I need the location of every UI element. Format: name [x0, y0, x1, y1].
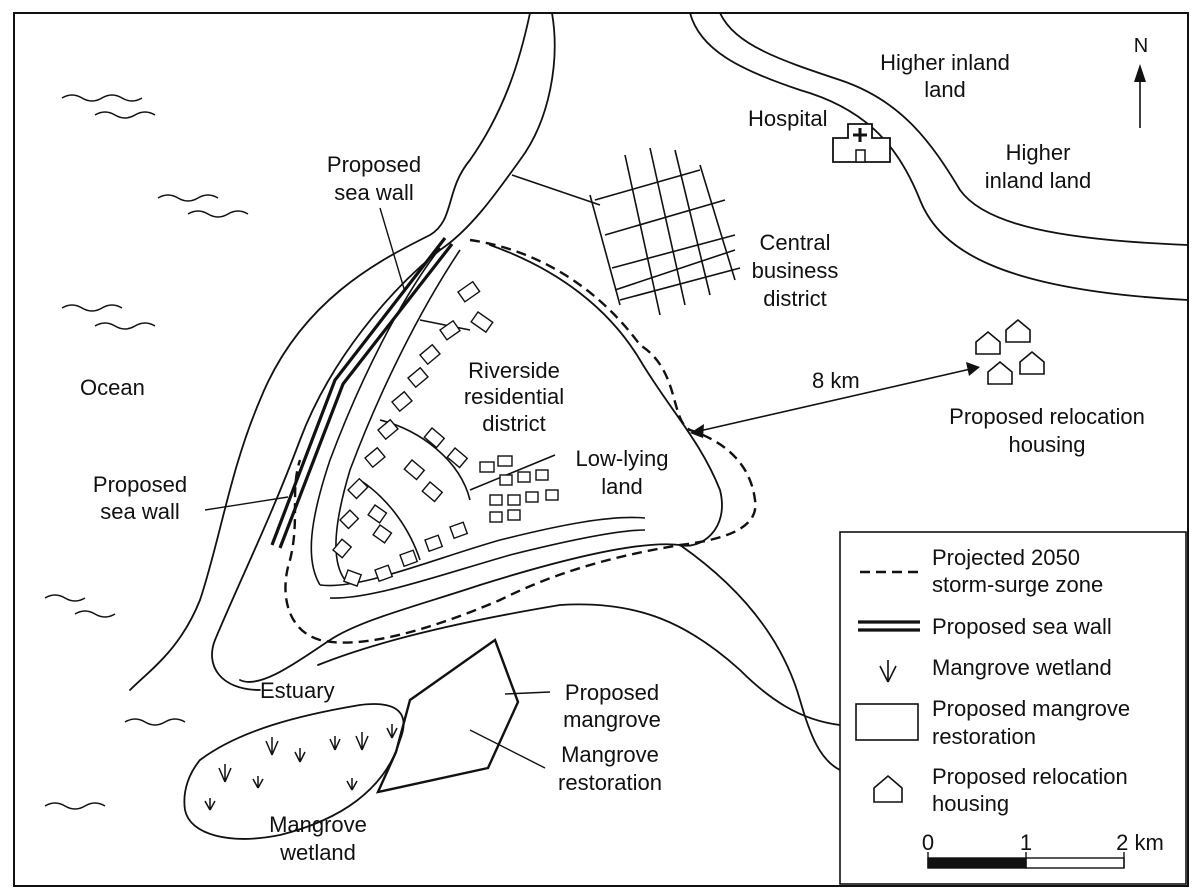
legend-housing-label-a: Proposed relocation: [932, 764, 1128, 789]
relocation-label-b: housing: [1008, 432, 1085, 457]
storm-surge-zone: [284, 238, 757, 644]
mangrove-restoration-label-a: Mangrove: [561, 742, 659, 767]
sea-wall-top-label-b: sea wall: [334, 180, 413, 205]
distance-label: 8 km: [812, 368, 860, 393]
riverside-label-a: Riverside: [468, 358, 560, 383]
proposed-mangrove-label-a: Proposed: [565, 680, 659, 705]
low-lying-label-a: Low-lying: [576, 446, 669, 471]
cbd-label-b: business: [752, 258, 839, 283]
distance-arrow: [690, 362, 980, 438]
legend-house-icon: [873, 774, 903, 803]
legend-mangrove-label: Mangrove wetland: [932, 655, 1112, 680]
legend: Projected 2050 storm-surge zone Proposed…: [839, 531, 1187, 885]
ocean-label: Ocean: [80, 375, 145, 400]
north-label: N: [1134, 35, 1148, 57]
higher-inland-label-1a: Higher inland: [880, 50, 1010, 75]
legend-surge-label-b: storm-surge zone: [932, 572, 1103, 597]
cbd-label-c: district: [763, 286, 827, 311]
sea-wall-top-label-a: Proposed: [327, 152, 421, 177]
scale-bar: [927, 852, 1125, 869]
legend-surge-label-a: Projected 2050: [932, 545, 1080, 570]
hospital-label: Hospital: [748, 106, 827, 131]
residential-roads: [310, 247, 646, 599]
legend-wall-symbol: [858, 620, 920, 632]
mangrove-restoration-label-b: restoration: [558, 770, 662, 795]
relocation-label-a: Proposed relocation: [949, 404, 1145, 429]
riverside-label-b: residential: [464, 384, 564, 409]
estuary-label: Estuary: [260, 678, 335, 703]
mangrove-plants: [204, 724, 398, 811]
riverside-label-c: district: [482, 411, 546, 436]
legend-restoration-label-a: Proposed mangrove: [932, 696, 1130, 721]
low-lying-label-b: land: [601, 474, 643, 499]
sea-wall-left-label-b: sea wall: [100, 499, 179, 524]
legend-housing-label-b: housing: [932, 791, 1009, 816]
ocean-waves: [44, 94, 249, 810]
legend-restoration-label-b: restoration: [932, 724, 1036, 749]
legend-restoration-symbol: [855, 703, 919, 741]
proposed-mangrove-label-b: mangrove: [563, 707, 661, 732]
relocation-houses-icon: [975, 318, 1045, 385]
north-arrow-icon: [1134, 64, 1146, 128]
higher-inland-label-2b: inland land: [985, 168, 1091, 193]
leader-lines: [204, 207, 551, 769]
scale-tick-0: 0: [922, 830, 934, 855]
scale-tick-2: 2 km: [1116, 830, 1164, 855]
coastline: [129, 12, 1189, 840]
mangrove-wetland-label-a: Mangrove: [269, 812, 367, 837]
legend-mangrove-icon: [879, 660, 897, 683]
cbd-grid: [511, 147, 741, 316]
mangrove-wetland-label-b: wetland: [279, 840, 356, 865]
residential-blocks: [332, 280, 559, 587]
sea-wall-left-label-a: Proposed: [93, 472, 187, 497]
higher-inland-label-1b: land: [924, 77, 966, 102]
map-frame: [13, 12, 1189, 887]
mangrove-restoration-area: [375, 638, 520, 794]
hospital-icon: [832, 123, 891, 163]
higher-inland-label-2a: Higher: [1006, 140, 1071, 165]
scale-tick-1: 1: [1020, 830, 1032, 855]
legend-wall-label: Proposed sea wall: [932, 614, 1112, 639]
proposed-sea-wall: [270, 237, 454, 549]
cbd-label-a: Central: [760, 230, 831, 255]
